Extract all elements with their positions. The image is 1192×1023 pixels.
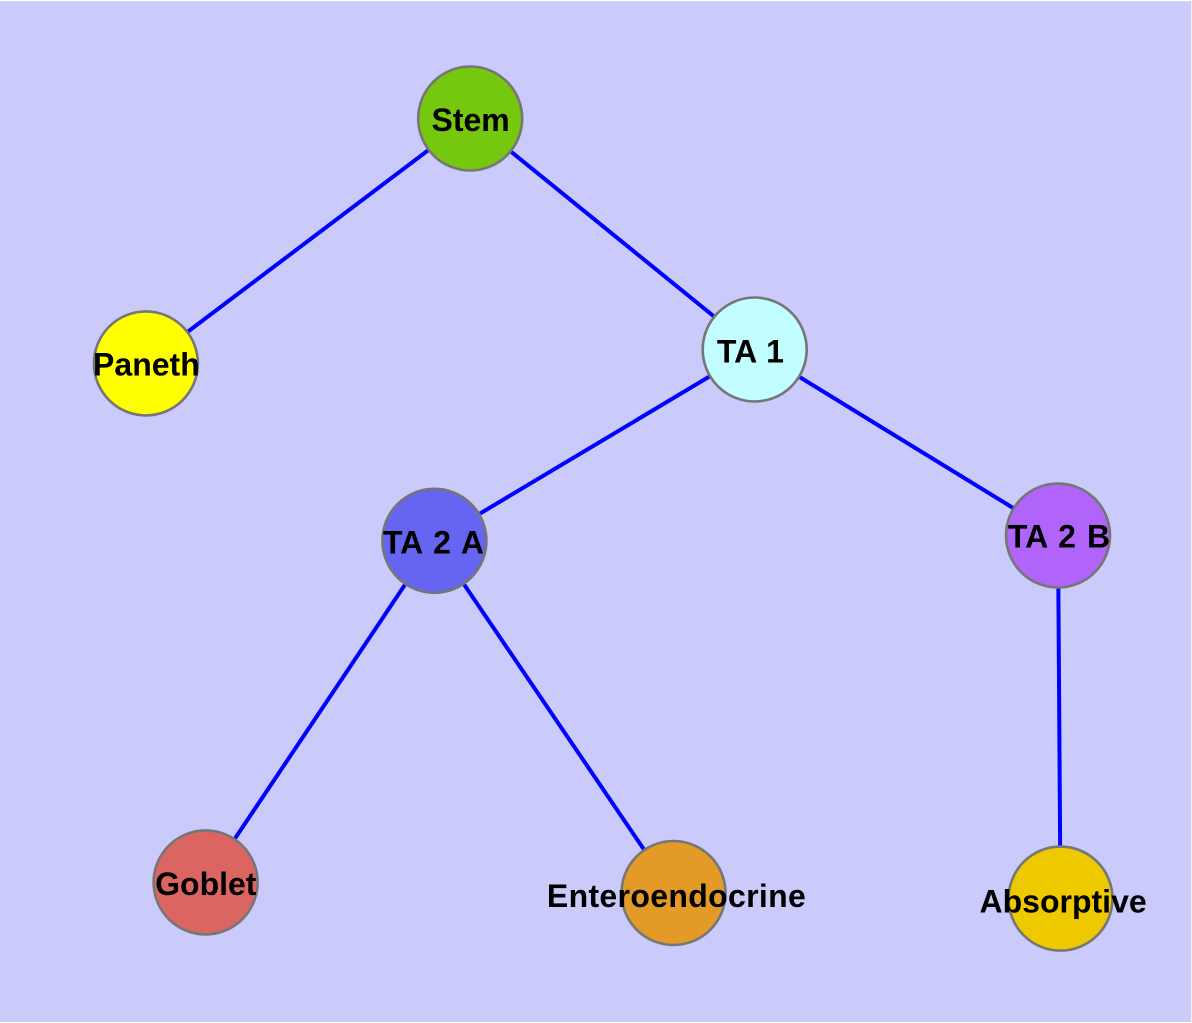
svg-text:TA 2 B: TA 2 B — [1008, 519, 1110, 555]
svg-text:Goblet: Goblet — [155, 866, 257, 902]
svg-text:Enteroendocrine: Enteroendocrine — [547, 878, 806, 914]
svg-text:TA 2 A: TA 2 A — [383, 525, 484, 561]
svg-text:Stem: Stem — [431, 102, 509, 138]
svg-text:Absorptive: Absorptive — [980, 884, 1147, 920]
svg-text:TA 1: TA 1 — [717, 334, 784, 370]
svg-text:Paneth: Paneth — [93, 347, 200, 383]
